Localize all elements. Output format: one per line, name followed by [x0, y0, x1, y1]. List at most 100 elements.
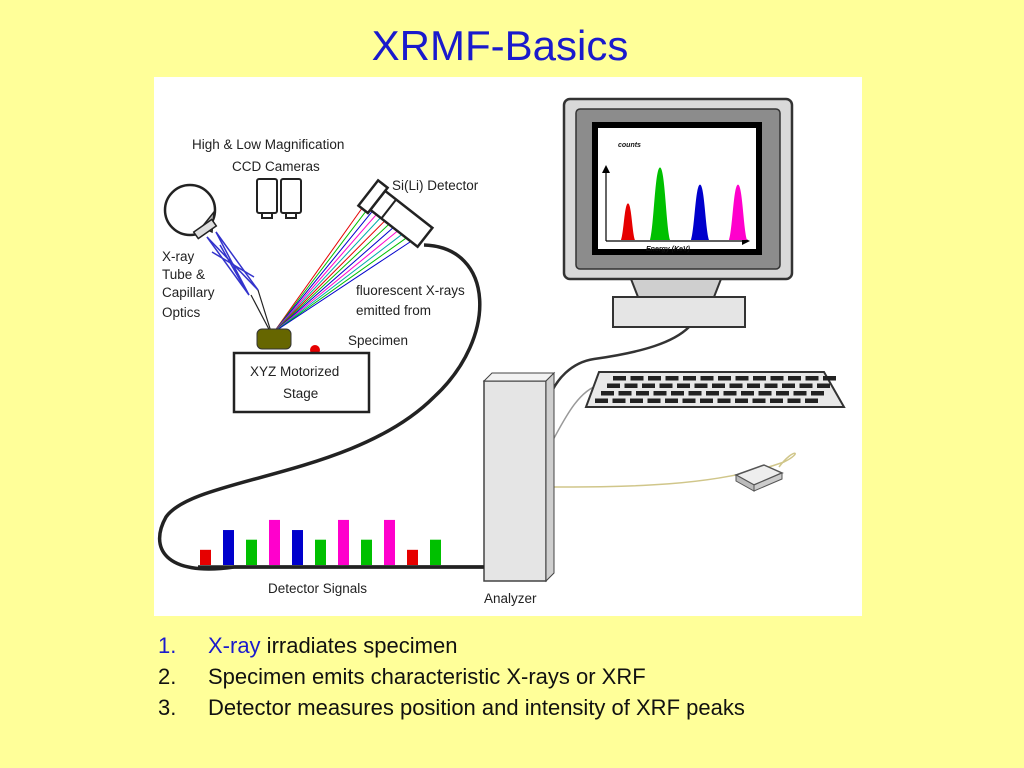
keyboard-key — [823, 376, 836, 381]
fluorescent-ray-7 — [273, 221, 393, 333]
keyboard-key — [677, 383, 690, 388]
keyboard-key — [735, 398, 748, 403]
signal-bar-2 — [223, 530, 234, 565]
detector-signals-chart — [200, 519, 441, 565]
keyboard-key — [682, 398, 696, 403]
keyboard-key — [770, 398, 783, 403]
stage-label-line1: XYZ Motorized — [250, 364, 339, 379]
keyboard-key — [741, 391, 754, 396]
steps-list: 1.X-ray irradiates specimen 2.Specimen e… — [158, 630, 998, 723]
signal-bar-6 — [315, 539, 326, 565]
ccd-cameras-icon — [256, 178, 302, 219]
signal-bar-11 — [430, 539, 441, 565]
keyboard-key — [653, 391, 667, 396]
xray-tube — [163, 183, 218, 240]
signal-bar-8 — [361, 539, 372, 565]
screen-peak-4 — [729, 184, 747, 240]
fluorescent-ray-9 — [273, 229, 400, 333]
keyboard-key — [694, 383, 708, 388]
keyboard-key — [700, 376, 714, 381]
signal-bar-7 — [338, 519, 349, 565]
keyboard-key — [624, 383, 638, 388]
fluorescent-ray-8 — [273, 225, 396, 333]
screen-ylabel: counts — [618, 142, 641, 149]
keyboard-key — [665, 376, 679, 381]
keyboard-key — [764, 383, 778, 388]
keyboard-key — [811, 391, 824, 396]
fluorescent-ray-3 — [273, 204, 378, 333]
keyboard-key — [753, 376, 766, 381]
keyboard-key — [659, 383, 673, 388]
xray-label-line4: Optics — [162, 305, 201, 320]
sili-detector — [356, 178, 435, 249]
keyboard-key — [630, 376, 644, 381]
specimen-label: Specimen — [348, 333, 408, 348]
fluorescent-ray-5 — [273, 213, 385, 333]
keyboard-key — [642, 383, 655, 388]
keyboard-key — [700, 398, 713, 403]
detector-cable — [157, 243, 484, 571]
stage-label-line2: Stage — [283, 386, 318, 401]
fluorescent-label-line1: fluorescent X-rays — [356, 283, 465, 298]
keyboard-key — [787, 398, 801, 403]
signal-bar-9 — [384, 519, 395, 565]
screen-peak-3 — [691, 184, 709, 240]
keyboard-key — [612, 398, 626, 403]
step-3-text: Detector measures position and intensity… — [208, 695, 745, 720]
keyboard-key — [805, 398, 818, 403]
keyboard-key — [805, 376, 819, 381]
keyboard-key — [747, 383, 760, 388]
keyboard-key — [723, 391, 737, 396]
monitor-cable — [544, 326, 690, 408]
fluorescent-ray-1 — [273, 196, 371, 333]
fluorescent-label-line2: emitted from — [356, 303, 431, 318]
mouse-icon — [734, 464, 784, 492]
signal-bar-5 — [292, 530, 303, 565]
keyboard-key — [706, 391, 719, 396]
keyboard-key — [665, 398, 678, 403]
keyboard-key — [613, 376, 626, 381]
keyboard-key — [788, 376, 801, 381]
keyboard-key — [735, 376, 749, 381]
specimen — [256, 328, 292, 350]
xrmf-diagram: High & Low Magnification CCD Cameras Si(… — [154, 77, 862, 616]
step-1-number: 1. — [158, 633, 177, 658]
step-2-number: 2. — [158, 664, 177, 689]
fluorescent-xray-fan — [273, 196, 411, 333]
analyzer-label: Analyzer — [484, 591, 537, 606]
step-1-text: irradiates specimen — [260, 633, 458, 658]
keyboard-key — [770, 376, 784, 381]
step-3: 3. Detector measures position and intensi… — [158, 692, 998, 723]
keyboard-key — [618, 391, 632, 396]
xray-label-line3: Capillary — [162, 285, 215, 300]
keyboard-key — [688, 391, 702, 396]
signal-bar-3 — [246, 539, 257, 565]
keyboard-key — [752, 398, 766, 403]
step-3-number: 3. — [158, 695, 177, 720]
keyboard-key — [718, 376, 731, 381]
keyboard-key — [648, 376, 661, 381]
fluorescent-ray-4 — [273, 208, 382, 333]
cameras-label-line2: CCD Cameras — [232, 159, 320, 174]
signal-bar-4 — [269, 519, 280, 565]
capillary-optics — [206, 231, 259, 296]
screen-peak-2 — [650, 167, 670, 240]
xray-label-line2: Tube & — [162, 267, 205, 282]
keyboard-key — [782, 383, 795, 388]
keyboard-key — [595, 398, 608, 403]
keyboard-key — [776, 391, 789, 396]
keyboard-key — [817, 383, 830, 388]
keyboard-key — [729, 383, 743, 388]
keyboard-key — [671, 391, 684, 396]
keyboard-key — [683, 376, 696, 381]
xray-label-line1: X-ray — [162, 249, 195, 264]
slide-title: XRMF-Basics — [371, 22, 629, 69]
fluorescent-ray-2 — [273, 200, 375, 333]
keyboard-key — [647, 398, 661, 403]
keyboard-key — [717, 398, 731, 403]
screen-peak-1 — [621, 203, 635, 240]
cameras-label-line1: High & Low Magnification — [192, 137, 344, 152]
keyboard-key — [607, 383, 620, 388]
keyboard-key — [636, 391, 649, 396]
fluorescent-ray-10 — [273, 233, 404, 333]
